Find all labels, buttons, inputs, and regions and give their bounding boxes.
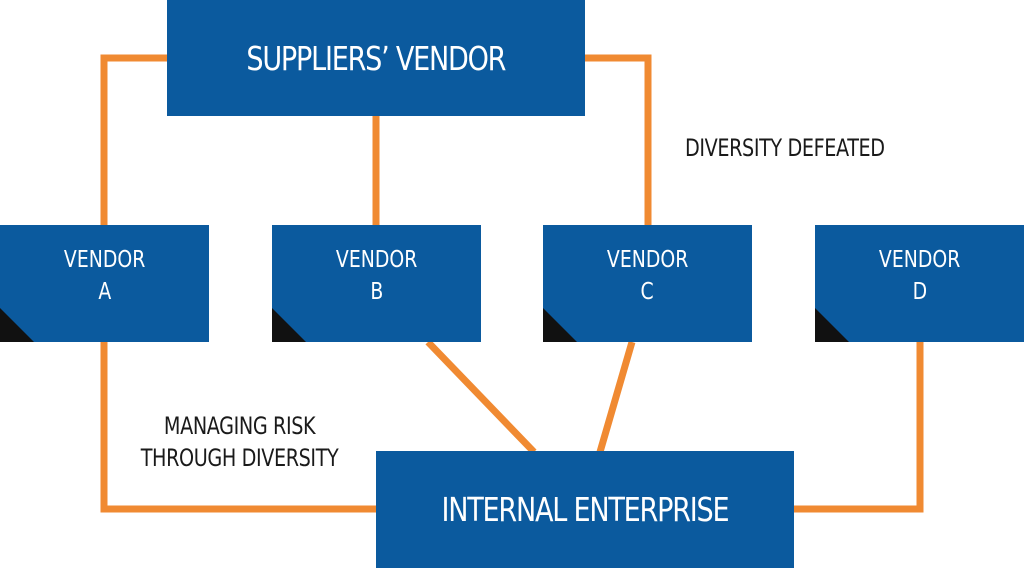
vendor-c-corner-triangle <box>543 308 577 342</box>
diversity-defeated-caption: DIVERSITY DEFEATED <box>685 132 985 164</box>
vendor-c-label: VENDOR <box>606 246 689 273</box>
internal-enterprise-label: INTERNAL ENTERPRISE <box>441 490 730 529</box>
vendor-c-box: VENDOR C <box>543 225 752 342</box>
managing-risk-caption: MANAGING RISK THROUGH DIVERSITY <box>100 410 380 474</box>
connector-vendor-a-to-enterprise <box>100 342 377 513</box>
vendor-a-corner-triangle <box>0 308 34 342</box>
vendor-b-corner-triangle <box>272 308 306 342</box>
vendor-d-letter: D <box>912 278 927 305</box>
suppliers-vendor-label: SUPPLIERS’ VENDOR <box>246 38 507 78</box>
vendor-a-box: VENDOR A <box>0 225 209 342</box>
vendor-d-label: VENDOR <box>878 246 961 273</box>
vendor-b-letter: B <box>370 278 383 305</box>
connector-vendor-d-to-enterprise <box>793 342 924 513</box>
managing-risk-line2: THROUGH DIVERSITY <box>141 444 339 472</box>
connector-vendor-b-to-enterprise <box>425 339 537 455</box>
connector-suppliers-to-vendor-c <box>584 54 652 226</box>
suppliers-vendor-box: SUPPLIERS’ VENDOR <box>167 0 585 116</box>
vendor-b-box: VENDOR B <box>272 225 481 342</box>
connector-suppliers-to-vendor-a <box>100 54 168 226</box>
vendor-c-letter: C <box>640 278 655 305</box>
vendor-a-label: VENDOR <box>63 246 146 273</box>
vendor-d-corner-triangle <box>815 308 849 342</box>
vendor-d-box: VENDOR D <box>815 225 1024 342</box>
vendor-b-label: VENDOR <box>335 246 418 273</box>
managing-risk-line1: MANAGING RISK <box>164 412 316 440</box>
connector-vendor-c-to-enterprise <box>596 341 636 453</box>
vendor-a-letter: A <box>98 278 111 305</box>
internal-enterprise-box: INTERNAL ENTERPRISE <box>376 451 794 568</box>
diversity-defeated-text: DIVERSITY DEFEATED <box>685 134 885 162</box>
